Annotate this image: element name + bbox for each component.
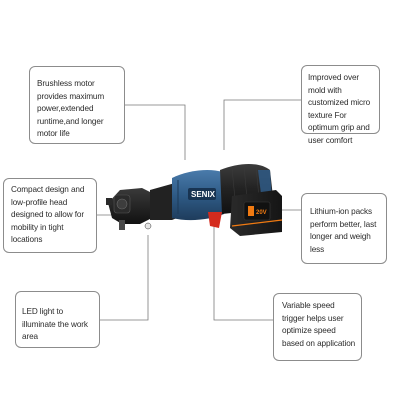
callout-text: Lithium-ion packs perform better, last l…	[310, 207, 377, 254]
leader-mold	[223, 99, 301, 150]
ratchet-head	[106, 188, 152, 230]
callout-lithium-battery: Lithium-ion packs perform better, last l…	[301, 193, 387, 264]
led-light	[144, 222, 152, 230]
callout-text: Compact design and low-profile head desi…	[11, 185, 85, 244]
callout-text: Improved over mold with customized micro…	[308, 73, 371, 145]
callout-text: Brushless motor provides maximum power,e…	[37, 79, 105, 138]
callout-led-light: LED light to illuminate the work area	[15, 291, 100, 348]
leader-motor	[125, 104, 186, 160]
trigger	[208, 212, 222, 228]
tool-housing: SENIX	[172, 170, 224, 221]
callout-compact-design: Compact design and low-profile head desi…	[3, 178, 97, 253]
leader-trigger	[213, 215, 273, 321]
leader-lines	[97, 99, 301, 321]
callout-text: Variable speed trigger helps user optimi…	[282, 301, 356, 348]
leader-led	[100, 235, 149, 321]
callout-variable-trigger: Variable speed trigger helps user optimi…	[273, 293, 362, 361]
callout-over-mold: Improved over mold with customized micro…	[301, 65, 380, 145]
brand-logo: SENIX	[191, 190, 216, 199]
battery-voltage: 20V	[256, 210, 267, 216]
battery-pack: 20V	[230, 190, 283, 236]
callout-brushless-motor: Brushless motor provides maximum power,e…	[29, 66, 125, 144]
callout-text: LED light to illuminate the work area	[22, 307, 88, 341]
